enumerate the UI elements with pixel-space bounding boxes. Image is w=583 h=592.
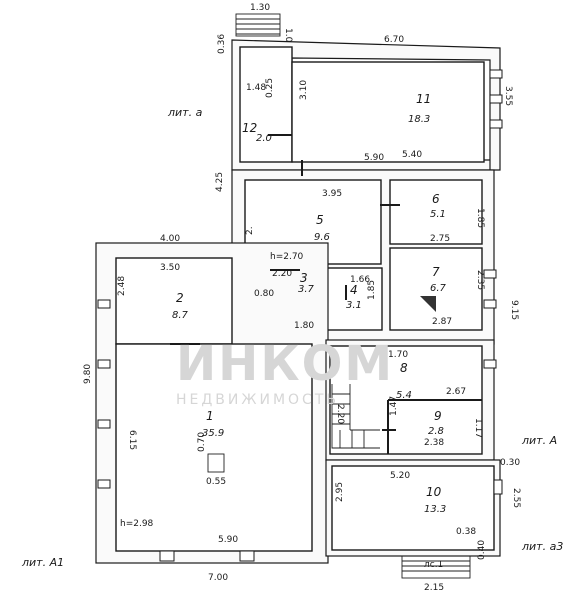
room-2-number: 2: [176, 291, 184, 305]
svg-text:0.55: 0.55: [206, 477, 226, 487]
litera-stair: лс.1: [424, 560, 443, 570]
room-11-area: 18.3: [408, 114, 430, 125]
svg-text:2.35: 2.35: [475, 270, 485, 290]
svg-text:НЕДВИЖИМОСТЬ: НЕДВИЖИМОСТЬ: [176, 392, 339, 408]
room-12-area: 2.0: [256, 133, 272, 144]
inner-staircase: [331, 384, 380, 449]
svg-text:9.80: 9.80: [83, 364, 93, 384]
svg-text:1.85: 1.85: [475, 208, 485, 228]
svg-text:h=2.70: h=2.70: [270, 252, 304, 262]
svg-text:0.70: 0.70: [197, 432, 207, 452]
top-stair: [235, 13, 281, 37]
svg-text:1.70: 1.70: [388, 350, 408, 360]
windows: [97, 69, 503, 562]
svg-text:1.0: 1.0: [283, 28, 293, 43]
svg-text:2.20: 2.20: [272, 269, 292, 279]
svg-text:1.30: 1.30: [250, 3, 270, 13]
room-10-number: 10: [426, 485, 442, 499]
room-1-number: 1: [206, 409, 214, 423]
svg-text:5.20: 5.20: [390, 471, 410, 481]
room-11-walls: [291, 61, 485, 163]
room-labels: 11 18.3 12 2.0 5 9.6 6 5.1 7 6.7 3 3.7 4…: [172, 92, 447, 515]
svg-text:1.80: 1.80: [294, 321, 314, 331]
litera-A1: лит. А1: [21, 556, 64, 569]
room-8-area: 5.4: [396, 390, 412, 401]
room-6-walls: [389, 179, 483, 245]
room-4-area: 3.1: [346, 300, 362, 311]
svg-text:2.87: 2.87: [432, 317, 452, 327]
litera-A: лит. А: [521, 434, 557, 447]
room-7-area: 6.7: [430, 283, 447, 294]
svg-text:ИНКОМ: ИНКОМ: [176, 336, 394, 392]
svg-text:9.15: 9.15: [509, 300, 519, 320]
svg-text:2.48: 2.48: [117, 276, 127, 296]
room-2-area: 8.7: [172, 310, 189, 321]
litera-a-top: лит. а: [167, 106, 203, 119]
litera-a3: лит. а3: [521, 540, 563, 553]
svg-text:6.15: 6.15: [127, 430, 137, 450]
svg-text:5.90: 5.90: [364, 153, 384, 163]
svg-text:5.40: 5.40: [402, 150, 422, 160]
room-9-area: 2.8: [428, 426, 444, 437]
svg-text:2.38: 2.38: [424, 438, 444, 448]
svg-text:3.95: 3.95: [322, 189, 342, 199]
room-3-number: 3: [300, 271, 308, 285]
svg-text:h=2.98: h=2.98: [120, 519, 154, 529]
svg-text:1.17: 1.17: [473, 418, 483, 438]
svg-text:2.95: 2.95: [335, 482, 345, 502]
room-11-number: 11: [416, 92, 431, 106]
room-6-number: 6: [432, 192, 440, 206]
svg-text:6.70: 6.70: [384, 35, 404, 45]
svg-text:2.20: 2.20: [335, 404, 345, 424]
room-6-area: 5.1: [430, 209, 446, 220]
room-4-walls: [319, 267, 383, 331]
svg-text:2.15: 2.15: [424, 583, 444, 592]
room-12-number: 12: [242, 121, 257, 135]
litera-labels: лит. а лит. А1 лит. А лит. а3 лс.1: [21, 106, 563, 570]
room-10-area: 13.3: [424, 504, 446, 515]
svg-text:1.66: 1.66: [350, 275, 370, 285]
svg-text:7.00: 7.00: [208, 573, 228, 583]
dimension-labels: 1.30 1.0 0.36 6.70 3.55 3.10 1.48 0.25 4…: [83, 3, 521, 592]
room-7-number: 7: [432, 265, 440, 279]
room-9-number: 9: [434, 409, 442, 423]
svg-text:3.10: 3.10: [299, 80, 309, 100]
room-5-number: 5: [316, 213, 324, 227]
room-12-walls: [239, 46, 293, 163]
svg-text:3.50: 3.50: [160, 263, 180, 273]
room-7-walls: [389, 247, 483, 331]
door-marks: [170, 134, 436, 431]
room-4-number: 4: [350, 283, 358, 297]
svg-text:2.75: 2.75: [430, 234, 450, 244]
svg-text:3.55: 3.55: [503, 86, 513, 106]
room-3-area: 3.7: [298, 284, 315, 295]
watermark: ИНКОМ НЕДВИЖИМОСТЬ: [176, 336, 394, 408]
svg-text:2.67: 2.67: [446, 387, 466, 397]
room-8-number: 8: [400, 361, 408, 375]
svg-text:0.40: 0.40: [477, 540, 487, 560]
svg-text:1.85: 1.85: [367, 280, 377, 300]
room-5-area: 9.6: [314, 232, 330, 243]
svg-text:4.00: 4.00: [160, 234, 180, 244]
svg-text:0.25: 0.25: [265, 78, 275, 98]
svg-text:4.25: 4.25: [215, 172, 225, 192]
svg-text:0.30: 0.30: [500, 458, 520, 468]
stove: [207, 453, 225, 473]
svg-text:2.: 2.: [245, 226, 255, 235]
svg-text:0.38: 0.38: [456, 527, 476, 537]
svg-text:0.80: 0.80: [254, 289, 274, 299]
room-1-walls: [115, 343, 313, 552]
bottom-stair: [401, 555, 471, 579]
room-1-area: 35.9: [202, 428, 224, 439]
svg-text:5.90: 5.90: [218, 535, 238, 545]
svg-text:1.48: 1.48: [246, 83, 266, 93]
svg-text:0.36: 0.36: [217, 34, 227, 54]
svg-text:2.55: 2.55: [511, 488, 521, 508]
svg-text:1.47: 1.47: [389, 396, 399, 416]
